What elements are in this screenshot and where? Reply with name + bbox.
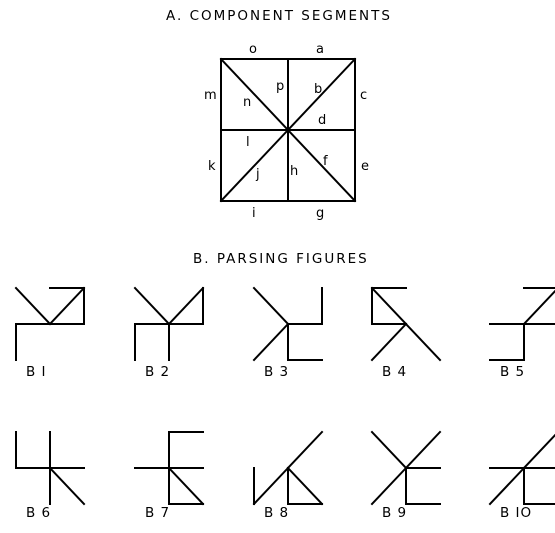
- section-b-title: B. PARSING FIGURES: [193, 251, 369, 267]
- figure-label-2: B 2: [145, 364, 171, 380]
- label-h: h: [290, 164, 298, 179]
- figure-10-segment-b: [522, 433, 555, 470]
- figure-2-segment-n: [133, 286, 171, 326]
- label-i: i: [252, 206, 256, 221]
- figure-label-4: B 4: [382, 364, 408, 380]
- figure-label-7: B 7: [145, 505, 171, 521]
- figure-7-segment-f: [167, 466, 205, 506]
- figure-1-segment-n: [14, 286, 52, 326]
- segment-b: [286, 57, 357, 132]
- label-e: e: [361, 159, 369, 174]
- figure-label-1: B I: [26, 364, 47, 380]
- label-p: p: [276, 79, 284, 94]
- label-d: d: [318, 113, 326, 128]
- figure-label-5: B 5: [500, 364, 526, 380]
- label-n: n: [243, 95, 251, 110]
- figure-label-10: B IO: [500, 505, 533, 521]
- figure-9-segment-j: [370, 466, 408, 506]
- figure-3-segment-n: [252, 286, 290, 326]
- segment-f: [286, 128, 357, 203]
- figure-5-segment-b: [522, 289, 555, 326]
- section-a-title: A. COMPONENT SEGMENTS: [166, 8, 392, 24]
- label-m: m: [204, 88, 217, 103]
- figure-label-8: B 8: [264, 505, 290, 521]
- figure-3-segment-j: [252, 322, 290, 362]
- label-b: b: [314, 82, 322, 97]
- label-a: a: [316, 42, 324, 57]
- figure-9-segment-n: [370, 430, 408, 470]
- figure-2-segment-b: [167, 286, 205, 326]
- figure-4-segment-j: [370, 322, 408, 362]
- label-o: o: [249, 42, 257, 57]
- figure-9-segment-b: [404, 430, 442, 470]
- figure-8-segment-b: [286, 430, 324, 470]
- label-f: f: [323, 154, 328, 169]
- figure-1-segment-b: [48, 286, 86, 326]
- label-l: l: [246, 135, 250, 150]
- label-j: j: [255, 167, 260, 182]
- figure-label-9: B 9: [382, 505, 408, 521]
- figure-4-segment-n: [370, 286, 408, 326]
- figure-8-segment-j: [252, 466, 290, 506]
- label-k: k: [208, 159, 216, 174]
- figure-label-6: B 6: [26, 505, 52, 521]
- label-c: c: [360, 88, 367, 103]
- figure-4-segment-f: [404, 322, 442, 362]
- figure-8-segment-f: [286, 466, 324, 506]
- figure-10-segment-j: [488, 466, 526, 506]
- segment-n: [219, 57, 290, 132]
- segment-j: [219, 128, 290, 203]
- figure-6-segment-f: [48, 466, 86, 506]
- label-g: g: [316, 206, 324, 221]
- figure-label-3: B 3: [264, 364, 290, 380]
